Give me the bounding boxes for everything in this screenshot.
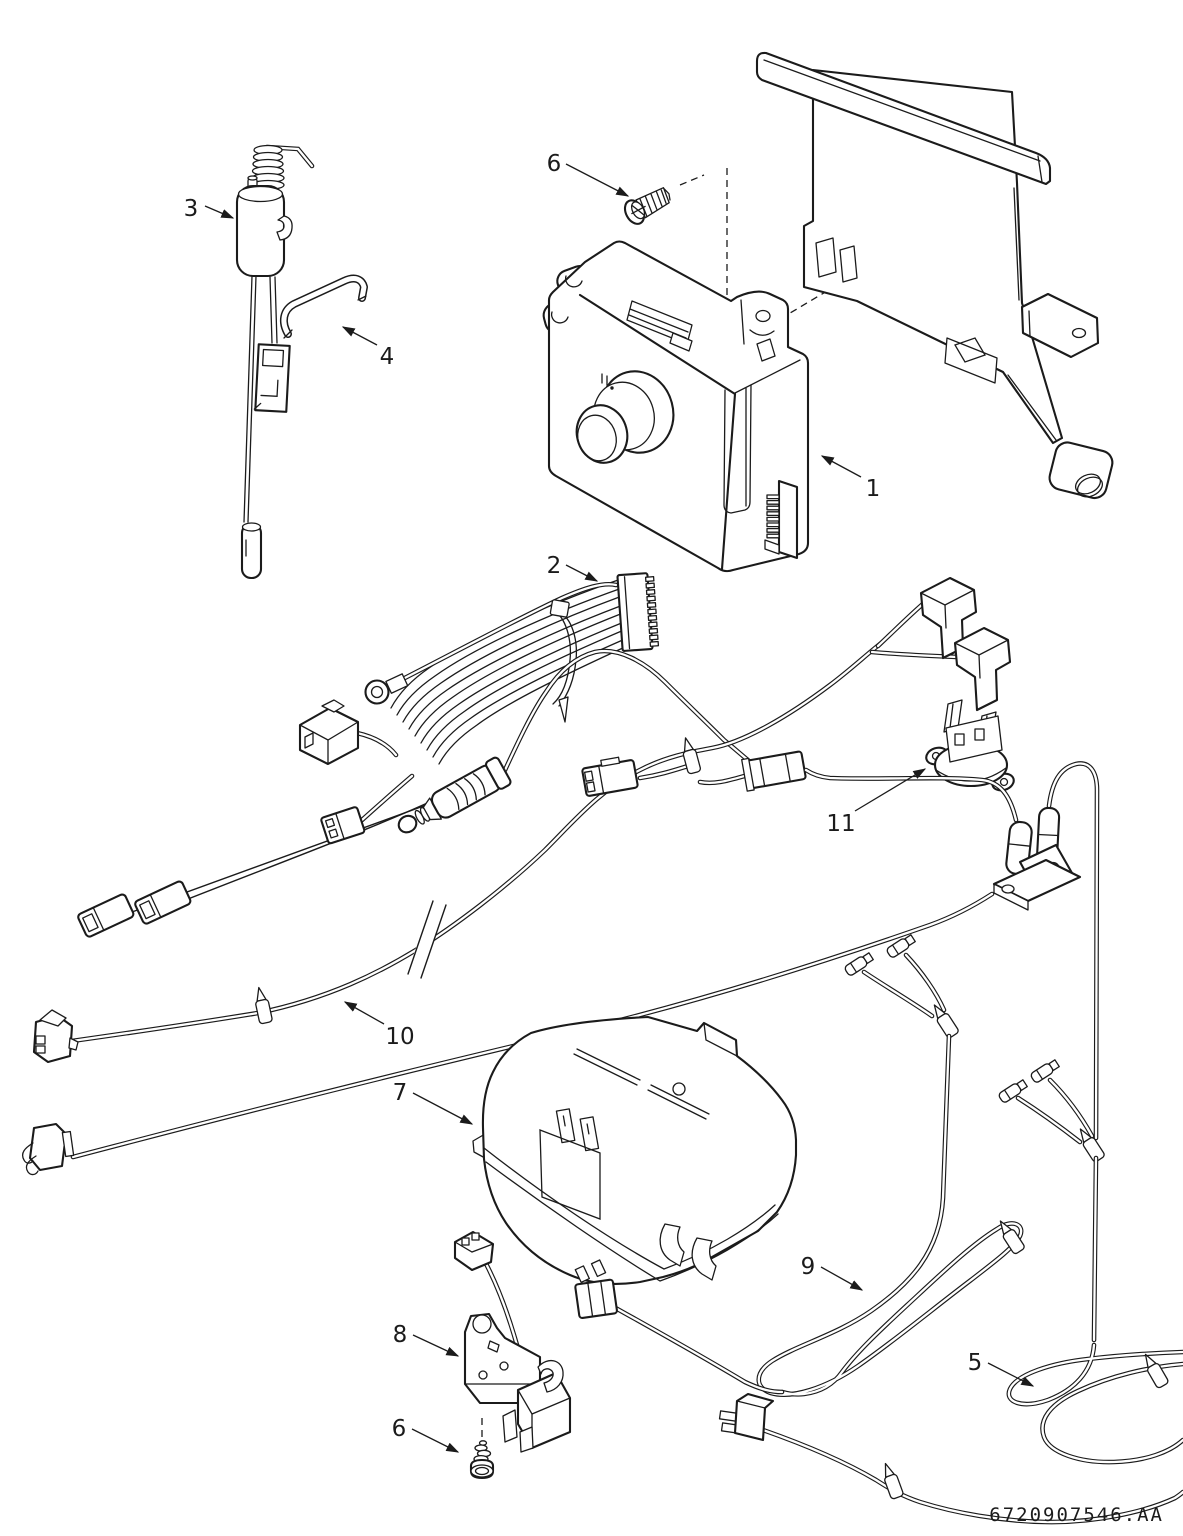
cable-9-connector [574, 1259, 618, 1319]
inline-connector-left [581, 756, 639, 797]
callout-label: 10 [385, 1024, 414, 1050]
part-6-screw-bottom [469, 1418, 495, 1480]
callout-label: 4 [380, 344, 395, 370]
callout-5: 5 [968, 1350, 1035, 1387]
inline-connector-right [741, 750, 807, 792]
thermostat [925, 699, 1015, 792]
cable-5-plug [718, 1392, 775, 1442]
callout-3: 3 [184, 196, 235, 222]
part-6-screw-top [623, 187, 671, 225]
part-1-control-unit [542, 240, 810, 573]
cable-plug-middle [32, 1009, 79, 1064]
part-2-wiring-harness [131, 572, 753, 913]
callout-8: 8 [393, 1322, 460, 1357]
flame-symbol [601, 373, 614, 390]
bracket-tab-hole [1071, 327, 1087, 339]
part-7-cover [472, 1015, 798, 1285]
callout-11: 11 [826, 768, 927, 837]
callout-label: 2 [547, 553, 562, 579]
cover-latch [659, 1223, 685, 1267]
callout-label: 6 [547, 151, 562, 177]
part-9-cable [574, 1033, 1027, 1397]
bracket-slot-hole [839, 245, 858, 283]
edge-connector-strip [764, 479, 799, 560]
callouts: 3 4 6 1 2 11 10 7 [184, 151, 1035, 1453]
control-knob [575, 370, 675, 464]
electrode-connector-block [253, 343, 291, 413]
cover-latch [691, 1237, 717, 1281]
part-5-cable [718, 1342, 1183, 1525]
callout-9: 9 [801, 1254, 864, 1291]
callout-6-top: 6 [547, 151, 630, 197]
callout-7: 7 [393, 1080, 474, 1125]
document-code: 6720907546.AA [989, 1504, 1164, 1526]
switch-lever [537, 1359, 564, 1393]
cover-body [481, 1015, 798, 1285]
harness-plug-a [298, 699, 399, 766]
bracket-top-flange [755, 51, 1052, 186]
bracket-side-tab [1020, 292, 1100, 359]
part-3-electrode [235, 144, 315, 580]
callout-2: 2 [547, 553, 599, 582]
callout-label: 8 [393, 1322, 408, 1348]
mounting-bracket [755, 51, 1114, 500]
callout-10: 10 [343, 1001, 415, 1050]
callout-label: 9 [801, 1254, 816, 1280]
micro-switch [502, 1359, 572, 1453]
part-4-retaining-clip [279, 274, 368, 339]
cable-plug-lower [21, 1122, 75, 1176]
callout-label: 6 [392, 1416, 407, 1442]
electrode-tip [240, 522, 263, 580]
sleeve-connector [77, 893, 135, 938]
part-11-thermostat-group [919, 576, 1015, 792]
ring-terminal [364, 673, 409, 705]
boot-connector [919, 576, 978, 660]
callout-label: 7 [393, 1080, 408, 1106]
limit-sensor-group [803, 761, 1100, 1141]
harness-plug-b [320, 773, 415, 845]
igniter-component [397, 648, 753, 834]
callout-1: 1 [820, 455, 881, 502]
cable-break-marks [407, 899, 447, 979]
cable-9-terminals [843, 932, 961, 1040]
callout-label: 5 [968, 1350, 983, 1376]
ribbon-connector [616, 572, 660, 652]
sleeve-connector [134, 880, 192, 925]
callout-6-bottom: 6 [392, 1416, 460, 1453]
part-8-switch-bracket [453, 1230, 572, 1453]
callout-4: 4 [341, 326, 395, 370]
cable-5-terminals [997, 1057, 1107, 1343]
electrode-spring [251, 144, 285, 191]
boot-connector [953, 626, 1012, 712]
electrode-side-clip [276, 215, 293, 241]
callout-label: 1 [866, 476, 881, 502]
inline-connector-junction [581, 735, 807, 797]
switch-connector [453, 1230, 495, 1272]
callout-label: 3 [184, 196, 199, 222]
callout-label: 11 [826, 811, 855, 837]
bracket-slot-hole [815, 237, 837, 278]
mount-tab-hole [755, 309, 771, 323]
